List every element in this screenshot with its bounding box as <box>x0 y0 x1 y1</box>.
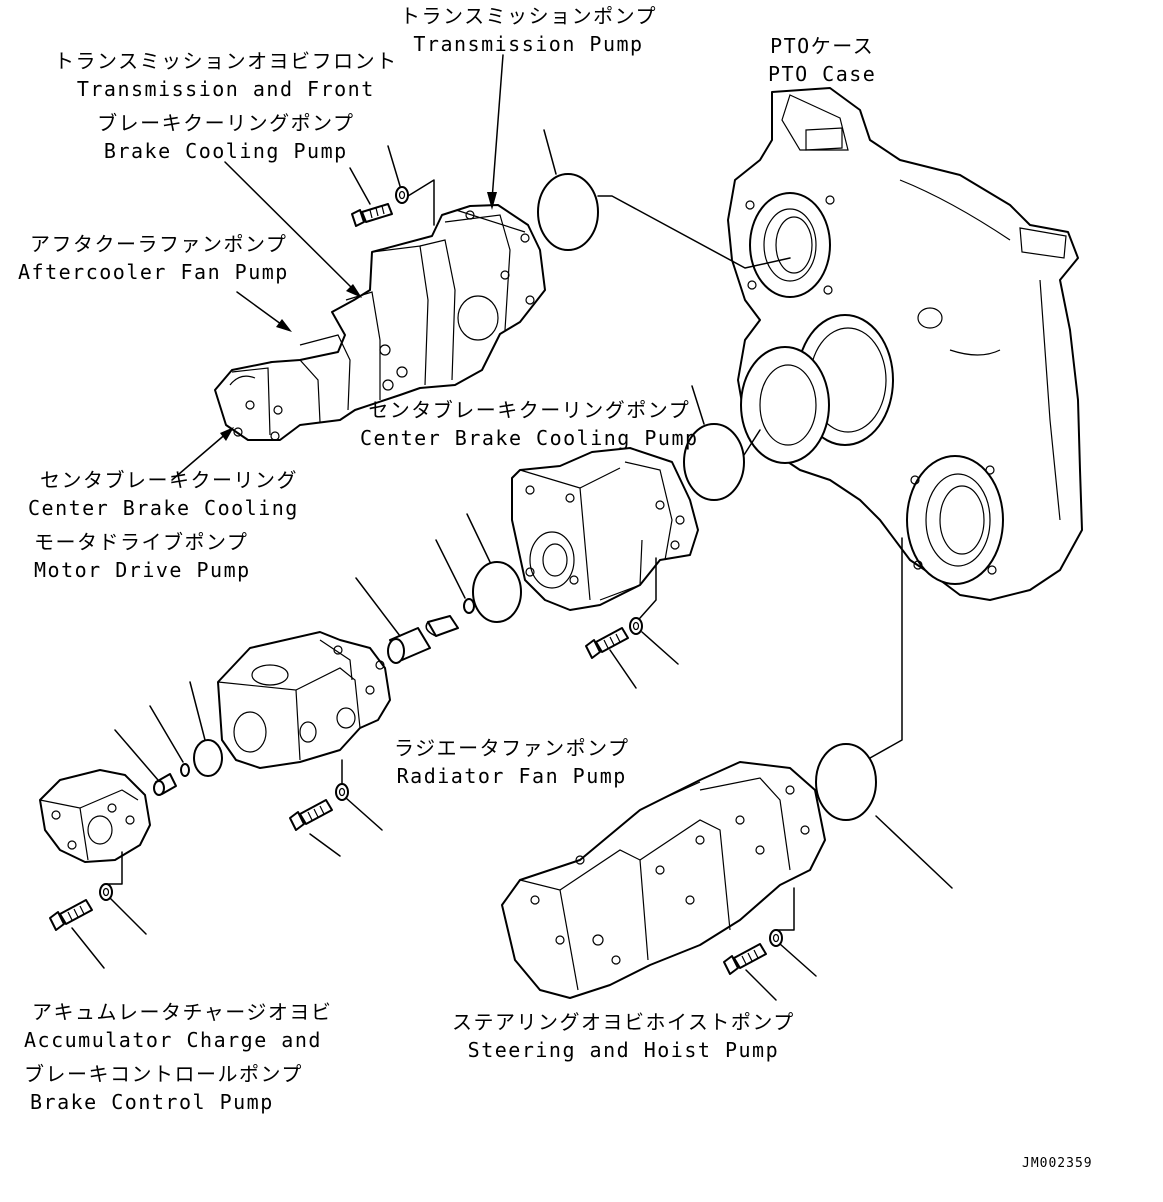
label-en: Radiator Fan Pump <box>396 764 627 788</box>
label-en: Steering and Hoist Pump <box>467 1038 780 1062</box>
label-en: Center Brake Cooling Pump <box>360 426 699 450</box>
label-jp: センタブレーキクーリング <box>40 468 298 492</box>
label-jp: ブレーキコントロールポンプ <box>24 1062 303 1086</box>
label-jp: モータドライブポンプ <box>34 530 249 554</box>
snap-ring <box>463 598 475 614</box>
accumulator-charge-brake-control-pump <box>39 769 151 863</box>
label-jp: センタブレーキクーリングポンプ <box>368 398 691 422</box>
snap-ring-small <box>180 763 190 777</box>
label-en: Aftercooler Fan Pump <box>18 260 289 284</box>
leader-lines <box>71 54 953 1001</box>
label-en: Transmission and Front <box>76 77 375 101</box>
label-jp: アフタクーラファンポンプ <box>30 232 288 256</box>
coupling-small <box>153 773 177 796</box>
label-transmission-front-brake-cooling-pump: トランスミッションオヨビフロント Transmission and Front … <box>54 47 398 165</box>
spline-coupling <box>425 615 459 637</box>
steering-hoist-pump <box>501 761 826 999</box>
o-ring-steering <box>815 743 877 821</box>
label-radiator-fan-pump: ラジエータファンポンプ Radiator Fan Pump <box>394 734 630 790</box>
label-jp: トランスミッションオヨビフロント <box>54 49 398 73</box>
label-en: Motor Drive Pump <box>34 558 251 582</box>
label-en: Accumulator Charge and <box>24 1028 322 1052</box>
bolt-top <box>351 186 409 227</box>
bolt-accumulator <box>49 883 113 931</box>
label-en: Brake Control Pump <box>30 1090 274 1114</box>
o-ring-radiator-large <box>472 561 522 623</box>
o-ring-accumulator <box>193 739 223 777</box>
label-accumulator-charge-brake-control-pump: アキュムレータチャージオヨビ Accumulator Charge and ブレ… <box>24 998 332 1116</box>
label-en: PTO Case <box>768 62 877 86</box>
label-jp: ラジエータファンポンプ <box>394 736 630 760</box>
coupling-sleeve <box>387 627 431 664</box>
label-jp: ブレーキクーリングポンプ <box>97 111 355 135</box>
label-center-brake-cooling-pump: センタブレーキクーリングポンプ Center Brake Cooling Pum… <box>360 396 699 452</box>
pto-case <box>727 87 1083 601</box>
label-jp: アキュムレータチャージオヨビ <box>32 1000 333 1024</box>
label-en: Transmission Pump <box>413 32 644 56</box>
label-jp: トランスミッションポンプ <box>400 4 657 28</box>
bolt-radiator <box>289 783 349 831</box>
radiator-fan-pump <box>217 631 391 769</box>
transmission-pump-stack <box>214 204 546 441</box>
o-ring-transmission <box>537 173 599 251</box>
label-center-brake-cooling-motor-drive-pump: センタブレーキクーリング Center Brake Cooling モータドライ… <box>28 466 299 584</box>
label-pto-case: PTOケース PTO Case <box>768 32 876 88</box>
label-jp: ステアリングオヨビホイストポンプ <box>452 1010 795 1034</box>
drawing-id: JM002359 <box>1022 1156 1093 1171</box>
bolt-center-brake <box>585 617 643 659</box>
label-steering-hoist-pump: ステアリングオヨビホイストポンプ Steering and Hoist Pump <box>452 1008 795 1064</box>
o-ring-center-brake <box>683 423 745 501</box>
bolt-steering <box>723 929 783 975</box>
label-aftercooler-fan-pump: アフタクーラファンポンプ Aftercooler Fan Pump <box>18 230 289 286</box>
center-brake-cooling-pump <box>511 447 699 611</box>
label-transmission-pump: トランスミッションポンプ Transmission Pump <box>400 2 657 58</box>
label-en: Brake Cooling Pump <box>103 139 348 163</box>
label-en: Center Brake Cooling <box>28 496 299 520</box>
label-jp: PTOケース <box>770 34 875 58</box>
